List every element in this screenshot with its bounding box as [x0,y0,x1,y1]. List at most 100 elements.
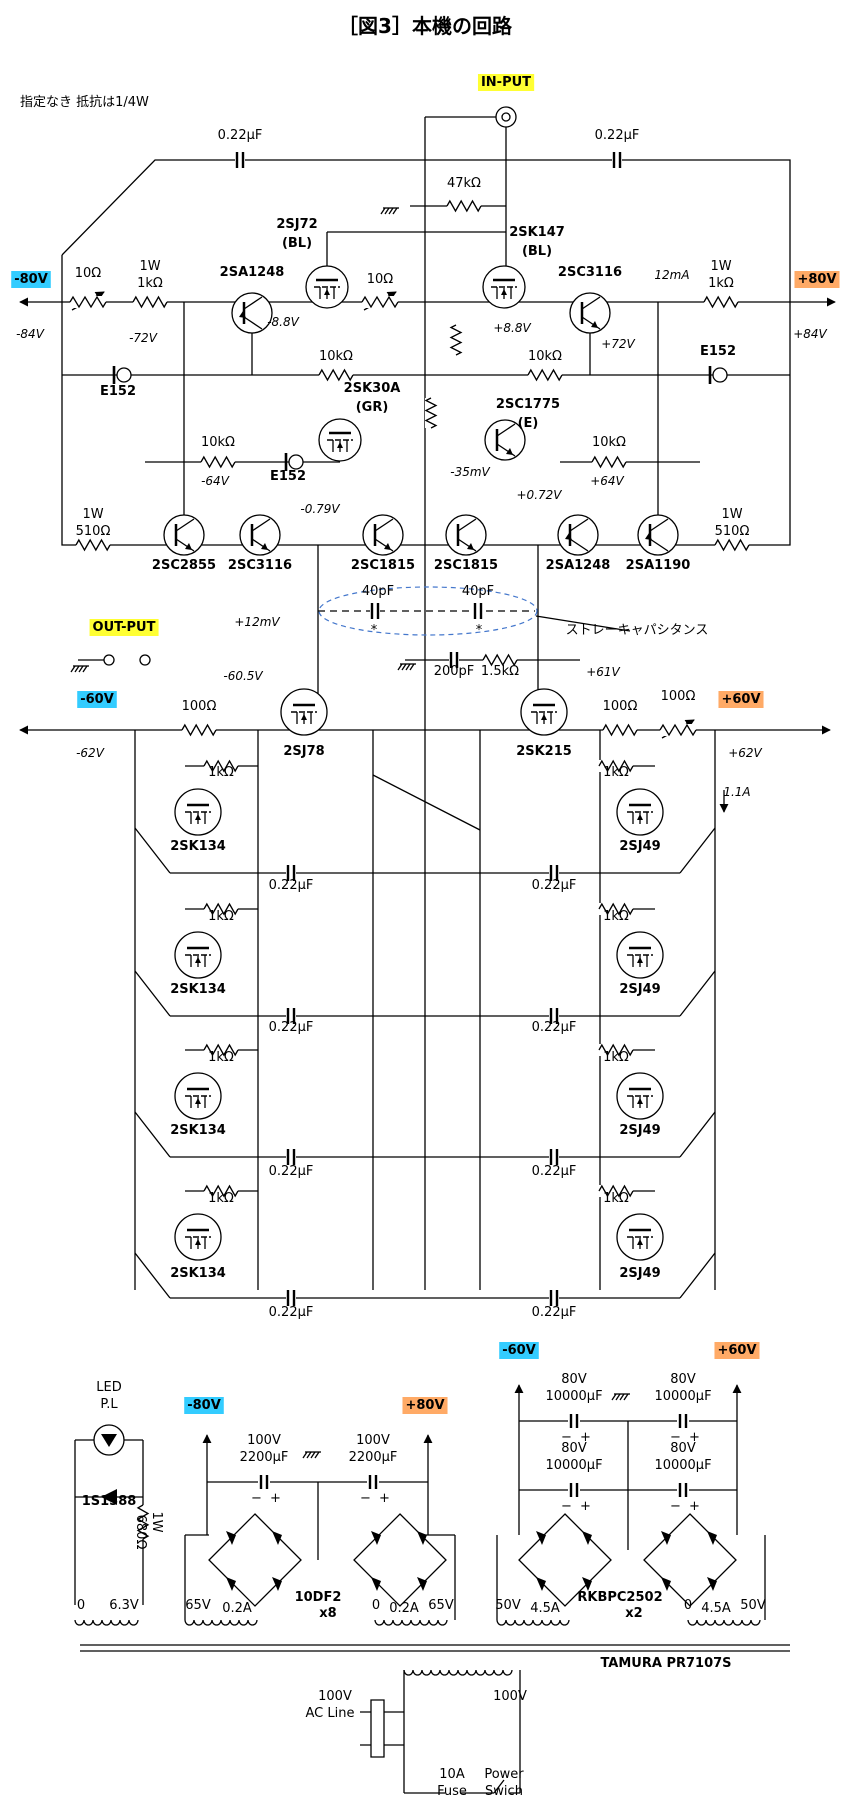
schematic-label: 0.2A [389,1601,419,1616]
schematic-label: x2 [625,1606,642,1621]
transistor-arrow [467,543,474,550]
wire [78,665,84,673]
schematic-label: 1.5kΩ [481,664,519,679]
label-highlight [11,271,51,288]
resistor [203,902,239,916]
schematic-label: -80V [14,272,48,287]
schematic-label: E152 [270,469,306,484]
wire [619,1393,625,1401]
transistor [163,514,205,556]
transistor-lead [374,518,394,532]
schematic-label: +8.8V [493,321,531,335]
transformer-coil [403,1669,513,1676]
schematic-label: * [371,623,378,638]
schematic-label: 65V [428,1598,454,1613]
schematic-label: 10000μF [545,1458,602,1473]
wire [310,1451,316,1459]
schematic-label: 1kΩ [208,1050,234,1065]
schematic-label: +72V [601,337,635,351]
schematic-label: Fuse [437,1784,467,1799]
ecap-plus: + [580,1499,591,1514]
schematic-label: 2SJ72 [276,217,317,232]
diode-1s1588 [101,1489,117,1505]
schematic-label: 0.22μF [269,1020,314,1035]
wire [405,663,411,671]
resistor [598,902,634,916]
schematic-label: -62V [76,746,105,760]
schematic-label: 100Ω [603,699,638,714]
diode [582,1531,592,1545]
wire [134,970,171,1017]
schematic-label: 2SK134 [170,839,226,854]
transistor-lead [569,518,589,532]
schematic-label: 2SJ49 [619,839,660,854]
schematic-label: 0.22μF [269,878,314,893]
schematic-label: 510Ω [76,524,111,539]
transistor-lead [251,518,271,532]
diode [707,1531,717,1545]
schematic-label: +64V [590,474,624,488]
schematic-label: 2200μF [240,1450,289,1465]
schematic-label: -35mV [450,465,490,479]
schematic-label: 510Ω [715,524,750,539]
diode [661,1577,671,1591]
schematic-label: 1W [139,259,160,274]
wire [380,207,386,215]
resistor [203,759,239,773]
schematic-label: 0 [77,1598,85,1613]
resistor [203,1043,239,1057]
schematic-label: 10000μF [654,1458,711,1473]
schematic-label: 1S1588 [82,1494,137,1509]
ecap-plus: + [580,1430,591,1445]
schematic-label: 0.22μF [269,1305,314,1320]
wire [409,663,415,671]
diode [417,1577,427,1591]
schematic-label: -72V [129,331,158,345]
resistor [132,295,168,309]
resistor [598,1184,634,1198]
schematic-label: 2SK215 [516,744,572,759]
schematic-label: 2SC1775 [496,397,560,412]
capacitor-bg [286,1007,296,1025]
wire [623,1393,629,1401]
wire [74,665,80,673]
schematic-label: 50V [495,1598,521,1613]
wire [134,1111,171,1158]
schematic-label: 10000μF [654,1389,711,1404]
schematic-label: 10000μF [545,1389,602,1404]
wire [493,1779,505,1794]
wire [535,615,631,632]
schematic-label: 80V [561,1372,587,1387]
resistor [714,538,750,552]
label-highlight [184,1397,224,1414]
schematic-label: 2SA1190 [626,558,691,573]
capacitor-bg [549,1289,559,1307]
schematic-label: (GR) [356,400,389,415]
diode [661,1531,671,1545]
schematic-label: 10kΩ [319,349,353,364]
schematic-label: 47kΩ [447,176,481,191]
wire [679,827,716,874]
schematic-label: 40pF [362,584,394,599]
resistor [703,295,739,309]
wire [388,207,394,215]
schematic-label: 80V [670,1441,696,1456]
diode [371,1531,381,1545]
resistor [482,653,518,667]
fet-arrow [637,1098,643,1104]
schematic-label: +84V [793,327,827,341]
schematic-label: (E) [518,416,539,431]
schematic-label: 100Ω [182,699,217,714]
crd [288,454,304,470]
schematic-label: 10DF2 [295,1590,342,1605]
schematic-label: 65V [185,1598,211,1613]
capacitor-bg [235,151,245,169]
label-highlight [89,619,159,636]
schematic-label: +62V [728,746,762,760]
resistor-note: 指定なき 抵抗は1/4W [20,95,149,110]
schematic-label: -84V [16,327,45,341]
schematic-label: * [476,623,483,638]
transformer-coil [374,1619,448,1626]
wire [70,665,76,673]
schematic-label: -80V [187,1398,221,1413]
